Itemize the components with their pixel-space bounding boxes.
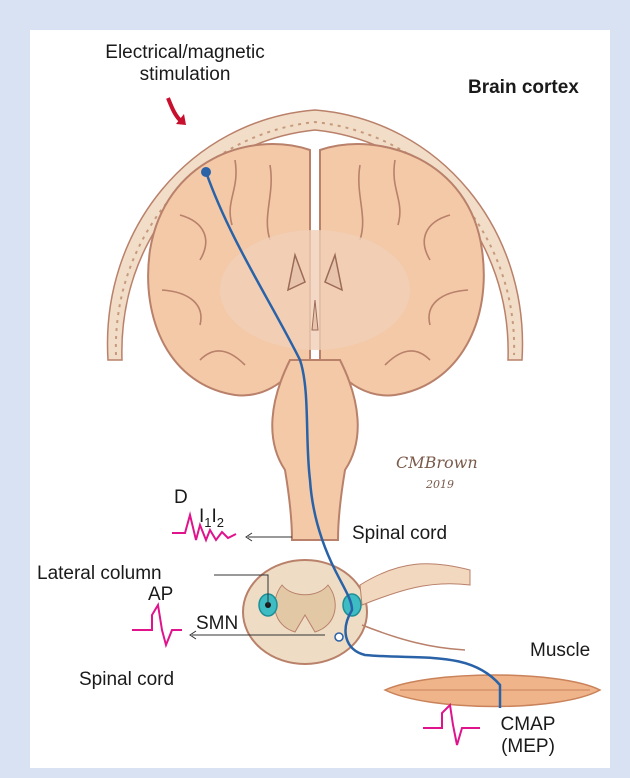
- ap-label: AP: [148, 584, 173, 606]
- svg-text:CMBrown: CMBrown: [396, 453, 478, 472]
- muscle-label: Muscle: [530, 640, 590, 662]
- lateral-column-label: Lateral column: [37, 563, 162, 585]
- spinal-cord-upper-label: Spinal cord: [352, 523, 447, 545]
- artist-signature: CMBrown 2019: [396, 453, 478, 491]
- smn-label: SMN: [196, 613, 238, 635]
- brain-coronal-section: [148, 144, 484, 395]
- cmap-trace: [423, 705, 480, 745]
- svg-text:2019: 2019: [425, 478, 454, 491]
- stimulation-label: Electrical/magnetic stimulation: [80, 42, 290, 86]
- brain-cortex-label: Brain cortex: [468, 77, 579, 99]
- ap-trace: [132, 605, 182, 645]
- spinal-cord-cross-section: [243, 560, 470, 664]
- stimulus-arrow: [168, 98, 186, 125]
- cmap-mep-label: CMAP (MEP): [493, 714, 563, 758]
- muscle: [385, 675, 600, 707]
- d-wave-label: D: [174, 487, 188, 509]
- i-waves-label: I1I2: [199, 506, 224, 534]
- spinal-motor-neuron-soma: [335, 633, 343, 641]
- spinal-cord-lower-label: Spinal cord: [79, 669, 174, 691]
- upper-motor-neuron-soma: [201, 167, 211, 177]
